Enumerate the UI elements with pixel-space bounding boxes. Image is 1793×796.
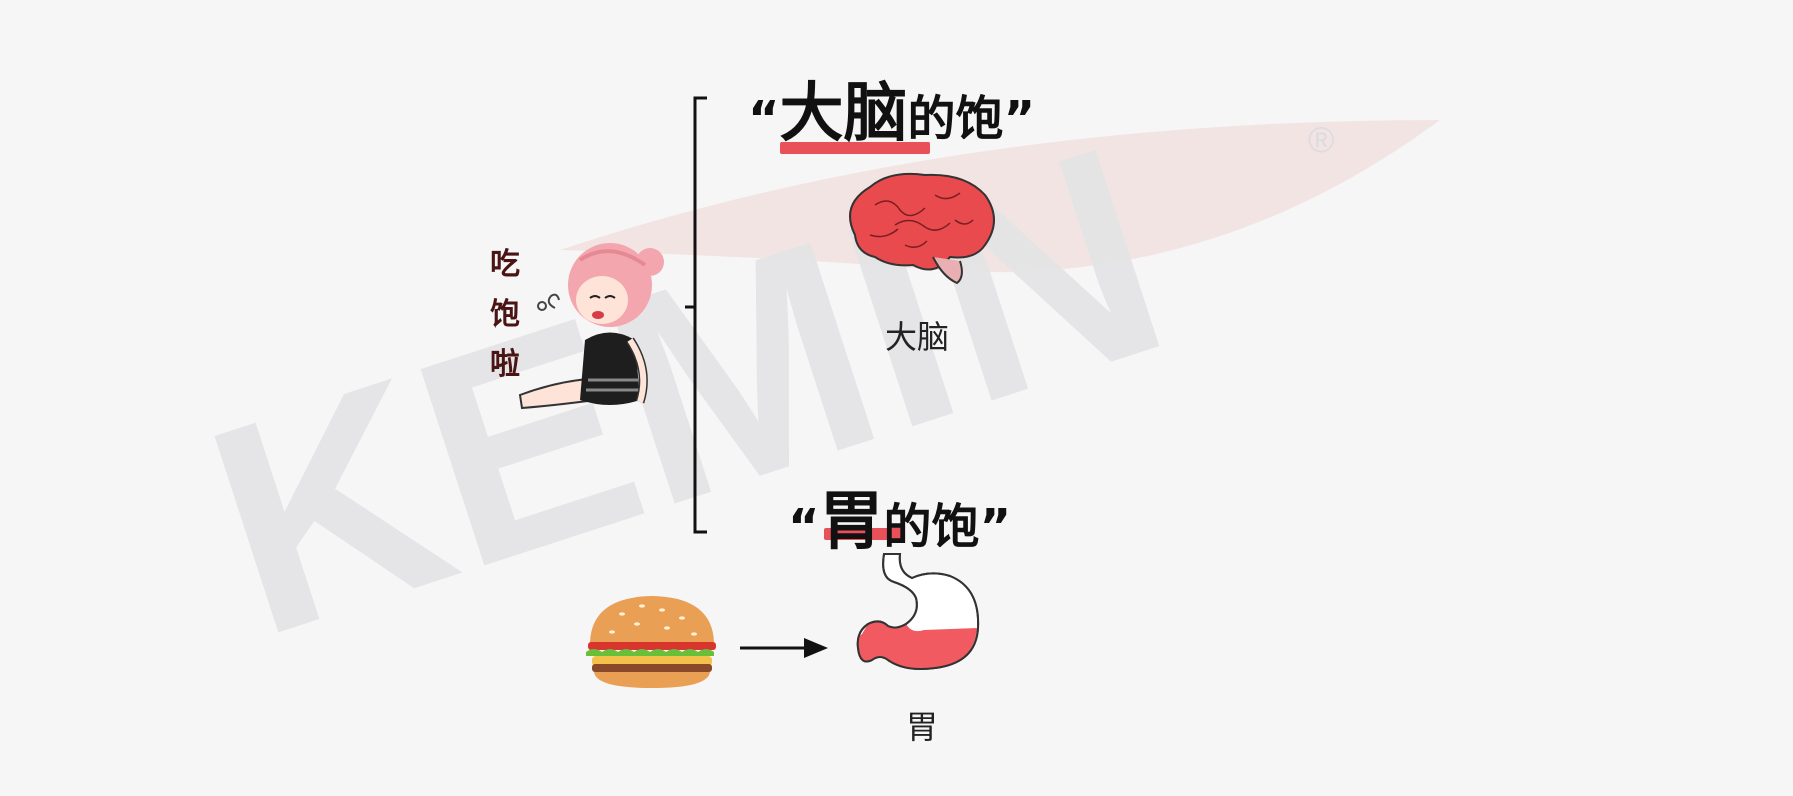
girl-text-char: 吃	[490, 247, 520, 282]
girl-text: 吃 饱 啦	[480, 240, 530, 390]
stomach-heading-underline	[824, 528, 904, 540]
stomach-caption: 胃	[906, 708, 939, 746]
brain-heading-underline	[780, 142, 930, 154]
burger-icon	[586, 596, 716, 688]
brain-illustration	[835, 165, 1005, 290]
stomach-heading-emphasis: 胃	[819, 485, 884, 559]
stomach-heading-rest: 的饱	[883, 499, 980, 555]
girl-text-char: 饱	[490, 297, 520, 332]
brain-caption: 大脑	[885, 318, 950, 356]
stomach-heading: “胃的饱”	[788, 470, 1011, 562]
burger-illustration	[582, 592, 722, 692]
girl-text-char: 啦	[490, 347, 520, 382]
heading-close-quote: ”	[979, 499, 1012, 555]
heading-close-quote: ”	[1003, 91, 1036, 147]
brain-heading-rest: 的饱	[907, 91, 1004, 147]
heading-open-quote: “	[788, 499, 820, 555]
brain-heading: “大脑的饱”	[748, 62, 1035, 154]
stomach-icon	[856, 553, 980, 670]
arrow	[738, 636, 830, 660]
brain-icon	[849, 172, 995, 285]
brain-heading-emphasis: 大脑	[779, 77, 908, 151]
bracket	[685, 95, 715, 535]
stomach-illustration	[850, 548, 990, 678]
watermark-reg-mark: ®	[1308, 119, 1335, 160]
arrow-right-icon	[740, 638, 828, 658]
heading-open-quote: “	[748, 91, 780, 147]
girl-illustration	[500, 230, 690, 420]
